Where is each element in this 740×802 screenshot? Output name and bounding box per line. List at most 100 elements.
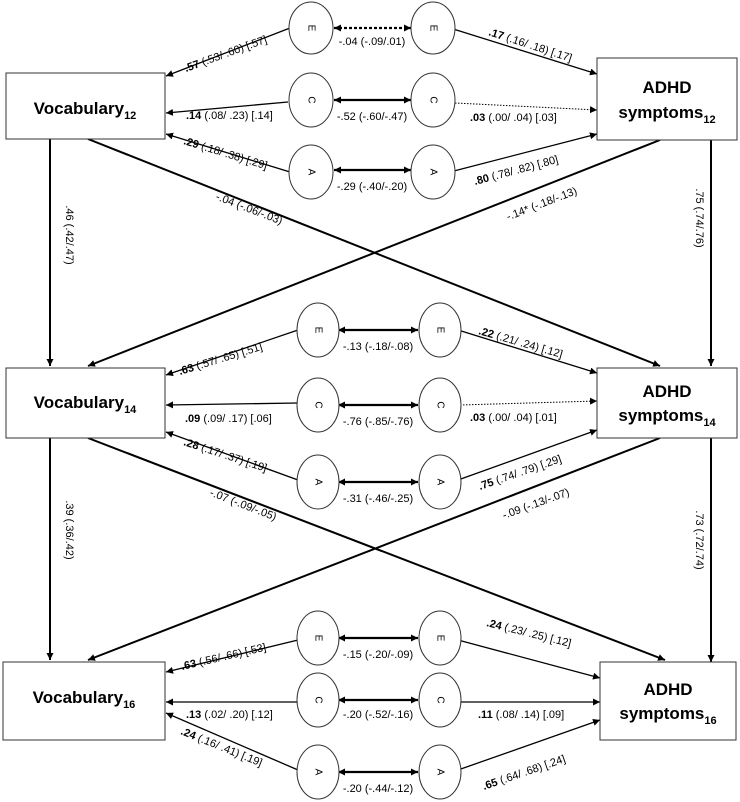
box-vocabulary-14: Vocabulary14 [5, 367, 166, 439]
latent-c-adhd-12: C [410, 72, 456, 128]
label-corr-c16: -.20 (-.52/-.16) [343, 709, 413, 721]
box-label: Vocabulary [34, 393, 125, 412]
label-corr-e12: -.04 (-.09/.01) [339, 36, 406, 48]
latent-c-adhd-14: C [418, 377, 462, 433]
latent-c-voc-16: C [296, 672, 340, 728]
label-stab-adhd-12-14: .75 (.74/.76) [693, 188, 705, 247]
latent-label: A [434, 769, 445, 776]
path-c12-adhd12 [454, 102, 598, 114]
svg-text:symptoms12: symptoms12 [618, 103, 715, 126]
latent-e-adhd-16: E [418, 610, 462, 666]
edges [46, 24, 715, 776]
path-e16-adhd16 [457, 639, 601, 680]
label-cross-voc12-adhd14: -.04 (-.06/-.03) [214, 191, 284, 227]
label-e16-voc16: .63 (.56/ .66) [.53] [180, 642, 267, 673]
latent-e-voc-14: E [296, 302, 340, 358]
latent-e-adhd-14: E [418, 302, 462, 358]
label-corr-a14: -.31 (-.46/-.25) [343, 493, 413, 505]
latent-a-adhd-12: A [410, 144, 456, 200]
path-c12-voc12 [165, 101, 289, 116]
latent-label: C [312, 696, 323, 703]
box-label-line1: ADHD [642, 78, 691, 97]
label-a14-adhd14: .75 (.74/ .79) [.29] [477, 453, 563, 493]
path-c14-voc14 [165, 401, 299, 409]
latent-label: A [427, 169, 438, 176]
label-a12-voc12: .29 (.18/ .38) [.29] [182, 135, 269, 172]
latent-label: A [434, 479, 445, 486]
latent-label: C [434, 401, 445, 408]
box-subscript: 14 [124, 404, 137, 416]
label-stab-voc-14-16: .39 (.36/.42) [63, 500, 75, 559]
latent-e-voc-12: E [288, 1, 334, 55]
latent-label: E [427, 25, 438, 32]
latent-label: E [312, 635, 323, 642]
label-c14-adhd14: .03 (.00/ .04) [.01] [470, 412, 557, 424]
box-label: Vocabulary [34, 99, 125, 118]
path-e16-voc16 [165, 639, 299, 674]
box-adhd-16: ADHD symptoms16 [599, 661, 737, 741]
svg-text:symptoms14: symptoms14 [618, 406, 716, 429]
path-e14-voc14 [165, 329, 299, 377]
label-e12-adhd12: .17 (.16/ .18) [.17] [487, 26, 573, 64]
box-adhd-14: ADHD symptoms14 [596, 367, 738, 439]
latent-label: A [305, 169, 316, 176]
label-corr-e14: -.13 (-.18/-.08) [343, 341, 413, 353]
svg-text:Vocabulary14: Vocabulary14 [34, 393, 138, 416]
label-stab-adhd-14-16: .73 (.72/.74) [693, 510, 705, 569]
latent-label: A [312, 479, 323, 486]
latent-label: A [312, 769, 323, 776]
box-subscript: 16 [123, 699, 135, 711]
label-corr-a12: -.29 (-.40/-.20) [337, 181, 407, 193]
path-a14-adhd14 [457, 429, 598, 481]
box-label: Vocabulary [33, 688, 124, 707]
svg-text:Vocabulary12: Vocabulary12 [34, 99, 137, 122]
label-corr-c14: -.76 (-.85/-.76) [343, 416, 413, 428]
box-subscript: 12 [124, 110, 136, 122]
latent-label: E [305, 25, 316, 32]
box-label: symptoms [618, 103, 703, 122]
box-subscript: 16 [704, 715, 716, 727]
cross-adhd14-voc16 [87, 437, 661, 661]
label-a12-adhd12: .80 (.78/ .82) [.80] [473, 154, 560, 188]
box-label: symptoms [618, 406, 703, 425]
label-c14-voc14: .09 (.09/ .17) [.06] [185, 413, 272, 425]
label-e14-voc14: .63 (.57/ .65) [.51] [177, 341, 264, 378]
svg-text:symptoms16: symptoms16 [619, 704, 716, 727]
path-a12-voc12 [165, 132, 291, 173]
box-subscript: 12 [703, 114, 715, 126]
path-a14-voc14 [165, 431, 299, 481]
label-c16-adhd16: .11 (.08/ .14) [.09] [478, 709, 564, 721]
path-a12-adhd12 [449, 132, 598, 173]
latent-a-adhd-14: A [418, 454, 462, 510]
cross-adhd12-voc14 [87, 139, 661, 367]
latent-c-voc-12: C [288, 72, 334, 128]
path-a16-voc16 [165, 712, 299, 771]
label-a16-adhd16: .65 (.64/ .68) [.24] [481, 753, 567, 793]
box-label-line1: ADHD [643, 680, 692, 699]
latent-e-adhd-12: E [410, 1, 456, 55]
label-c12-adhd12: .03 (.00/ .04) [.03] [470, 112, 557, 124]
label-stab-voc-12-14: .46 (.42/.47) [63, 205, 75, 264]
latent-label: E [434, 327, 445, 334]
label-a14-voc14: .28 (.17/ .37) [.19] [182, 436, 268, 474]
label-e12-voc12: .57 (.53/ .60) [.57] [183, 34, 269, 75]
latent-label: C [312, 401, 323, 408]
label-c16-voc16: .13 (.02/ .20) [.12] [186, 709, 273, 721]
label-corr-c12: -.52 (-.60/-.47) [337, 111, 407, 123]
svg-text:Vocabulary16: Vocabulary16 [33, 688, 136, 711]
box-vocabulary-12: Vocabulary12 [5, 72, 166, 140]
latent-label: E [434, 635, 445, 642]
path-e12-adhd12 [449, 27, 598, 76]
box-vocabulary-16: Vocabulary16 [2, 661, 166, 741]
latent-e-voc-16: E [296, 610, 340, 666]
label-c12-voc12: .14 (.08/ .23) [.14] [186, 110, 273, 122]
box-label: symptoms [619, 704, 704, 723]
latent-a-voc-16: A [296, 744, 340, 800]
label-cross-adhd12-voc14: -.14* (-.18/-.13) [505, 185, 579, 223]
latent-a-voc-14: A [296, 454, 340, 510]
path-e12-voc12 [165, 27, 291, 77]
box-label-line1: ADHD [642, 382, 691, 401]
label-e14-adhd14: .22 (.21/ .24) [.12] [477, 325, 564, 360]
box-adhd-12: ADHD symptoms12 [596, 57, 738, 141]
